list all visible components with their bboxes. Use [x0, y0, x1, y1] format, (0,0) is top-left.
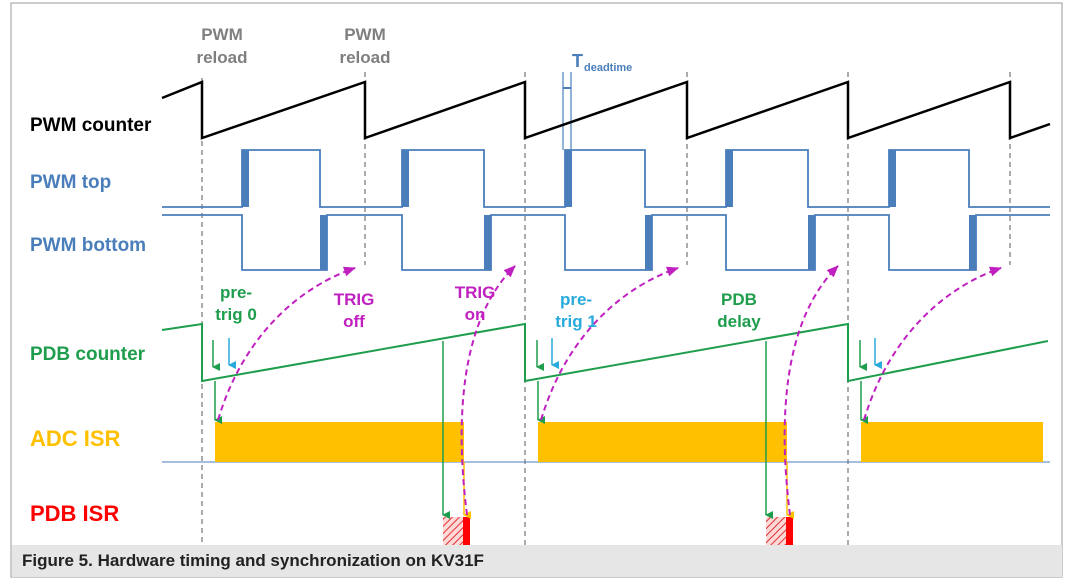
trig-on-arc-1 [460, 265, 516, 516]
pwm-reload-label-2b: reload [339, 48, 390, 67]
tdeadtime-annotation: T deadtime [562, 51, 632, 150]
pwm-reload-label-2a: PWM [344, 25, 386, 44]
pdb-counter-waveform [161, 322, 1049, 383]
pwm-bottom-deadtime-bars [320, 215, 976, 270]
adc-isr-block-2 [538, 422, 787, 462]
pdb-isr-block-2 [786, 517, 793, 556]
trig-off-label-b: off [343, 312, 365, 331]
pretrig1-arrows [228, 338, 882, 369]
pwm-counter-label: PWM counter [30, 115, 152, 136]
pretrig1-label-b: trig 1 [555, 312, 597, 331]
trig-off-arc-1 [217, 266, 356, 421]
tdeadtime-sub: deadtime [584, 62, 632, 74]
pdb-delay-label-b: delay [717, 312, 761, 331]
pwm-bottom-dt-1 [320, 215, 327, 270]
pwm-counter-waveform [161, 80, 1051, 140]
pdb-delay-label-a: PDB [721, 290, 757, 309]
pwm-bottom-dt-2 [484, 215, 491, 270]
pwm-reload-label-1a: PWM [201, 25, 243, 44]
trig-on-arc-2 [783, 265, 839, 516]
pretrig1-label-a: pre- [560, 290, 592, 309]
pwm-top-deadtime-bars [242, 150, 896, 207]
trig-off-arc-2 [540, 266, 679, 421]
figure-caption: Figure 5. Hardware timing and synchroniz… [22, 551, 484, 570]
adc-isr-label: ADC ISR [30, 426, 121, 451]
pretrig0-label-a: pre- [220, 283, 252, 302]
pwm-top-waveform [162, 149, 1050, 208]
pwm-bottom-dt-5 [969, 215, 976, 270]
reload-dashed-lines [201, 72, 1011, 560]
adc-complete-arrows [463, 462, 794, 519]
trig-off-label-a: TRIG [334, 290, 375, 309]
pwm-bottom-dt-4 [808, 215, 815, 270]
adc-isr-blocks [215, 422, 1043, 462]
pwm-top-dt-1 [242, 150, 249, 207]
trig-arcs [217, 265, 1002, 516]
trig-on-label-b: on [465, 305, 486, 324]
trig-off-arc-3 [863, 266, 1002, 421]
pwm-top-dt-4 [726, 150, 733, 207]
figure-frame [10, 2, 1063, 578]
pwm-top-dt-5 [889, 150, 896, 207]
pdb-counter-label: PDB counter [30, 344, 146, 365]
pwm-top-dt-3 [565, 150, 572, 207]
pretrig0-label-b: trig 0 [215, 305, 257, 324]
pwm-bottom-dt-3 [645, 215, 652, 270]
pwm-bottom-waveform [162, 214, 1050, 271]
pretrig0-arrows [212, 340, 868, 519]
tdeadtime-main: T [572, 51, 583, 71]
adc-isr-block-3 [861, 422, 1043, 462]
caption-background [12, 545, 1062, 577]
pwm-top-label: PWM top [30, 172, 111, 193]
pdb-isr-label: PDB ISR [30, 501, 119, 526]
pwm-bottom-label: PWM bottom [30, 235, 146, 256]
trig-on-label-a: TRIG [455, 283, 496, 302]
adc-isr-block-1 [215, 422, 464, 462]
pwm-top-dt-2 [402, 150, 409, 207]
pwm-reload-label-1b: reload [196, 48, 247, 67]
pdb-isr-block-1 [463, 517, 470, 556]
